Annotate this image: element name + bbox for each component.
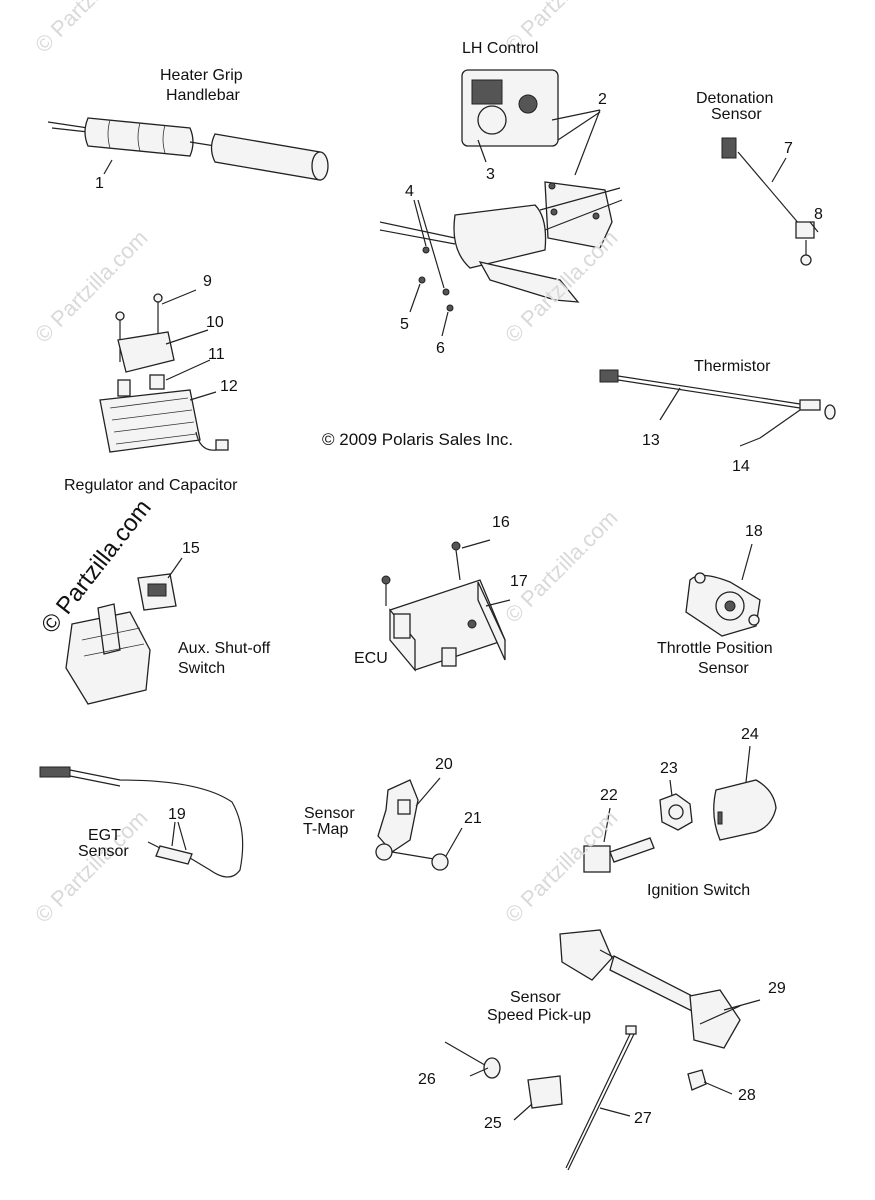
callout-11: 11 — [208, 346, 225, 363]
callout-1: 1 — [95, 175, 104, 192]
callout-14: 14 — [732, 458, 750, 475]
callout-7: 7 — [784, 140, 793, 157]
callout-9: 9 — [203, 273, 212, 290]
callout-5: 5 — [400, 316, 409, 333]
label-egt-line2: Sensor — [78, 843, 129, 860]
callout-21: 21 — [464, 810, 482, 827]
callout-16: 16 — [492, 514, 510, 531]
callout-17: 17 — [510, 573, 528, 590]
egt-sensor-drawing — [39, 766, 244, 878]
callout-6: 6 — [436, 340, 445, 357]
label-aux-line2: Switch — [178, 660, 226, 677]
label-speed-line2: Speed Pick-up — [487, 1007, 592, 1024]
callout-25: 25 — [484, 1115, 502, 1132]
detonation-sensor-drawing — [721, 137, 819, 266]
ecu-drawing — [381, 539, 511, 672]
label-detonation-line1: Detonation — [696, 90, 774, 107]
heater-grip-drawing — [47, 117, 329, 181]
label-detonation-line2: Sensor — [711, 106, 762, 123]
label-speed-line1: Sensor — [510, 989, 561, 1006]
callout-10: 10 — [206, 314, 224, 331]
label-thermistor: Thermistor — [694, 358, 771, 375]
callout-28: 28 — [738, 1087, 756, 1104]
callout-2: 2 — [598, 91, 607, 108]
label-ecu: ECU — [354, 650, 388, 667]
callout-4: 4 — [405, 183, 414, 200]
label-aux-line1: Aux. Shut-off — [178, 640, 271, 657]
ignition-switch-drawing — [583, 745, 777, 873]
callout-23: 23 — [660, 760, 678, 777]
callout-27: 27 — [634, 1110, 652, 1127]
tmap-sensor-drawing — [375, 777, 463, 871]
label-tps-line1: Throttle Position — [657, 640, 773, 657]
callout-13: 13 — [642, 432, 660, 449]
label-regulator: Regulator and Capacitor — [64, 477, 238, 494]
callout-8: 8 — [814, 206, 823, 223]
thermistor-drawing — [599, 369, 836, 447]
speed-sensor-drawing — [444, 929, 761, 1171]
lh-control-drawing — [461, 69, 601, 163]
tps-drawing — [685, 543, 761, 637]
callout-19: 19 — [168, 806, 186, 823]
callout-29: 29 — [768, 980, 786, 997]
label-tmap-line2: T-Map — [303, 821, 349, 838]
callout-20: 20 — [435, 756, 453, 773]
regulator-drawing — [99, 289, 229, 453]
label-lh-control: LH Control — [462, 40, 539, 57]
callout-15: 15 — [182, 540, 200, 557]
label-tps-line2: Sensor — [698, 660, 749, 677]
callout-24: 24 — [741, 726, 759, 743]
label-heater-grip-line2: Handlebar — [166, 87, 240, 104]
label-ignition: Ignition Switch — [647, 882, 751, 899]
label-tmap-line1: Sensor — [304, 805, 355, 822]
callout-12: 12 — [220, 378, 238, 395]
callout-18: 18 — [745, 523, 763, 540]
handlebar-control-drawing — [379, 109, 623, 337]
callout-22: 22 — [600, 787, 618, 804]
label-egt-line1: EGT — [88, 827, 121, 844]
aux-switch-drawing — [65, 557, 183, 705]
copyright: © 2009 Polaris Sales Inc. — [322, 430, 514, 449]
label-heater-grip-line1: Heater Grip — [160, 67, 243, 84]
callout-26: 26 — [418, 1071, 436, 1088]
callout-3: 3 — [486, 166, 495, 183]
